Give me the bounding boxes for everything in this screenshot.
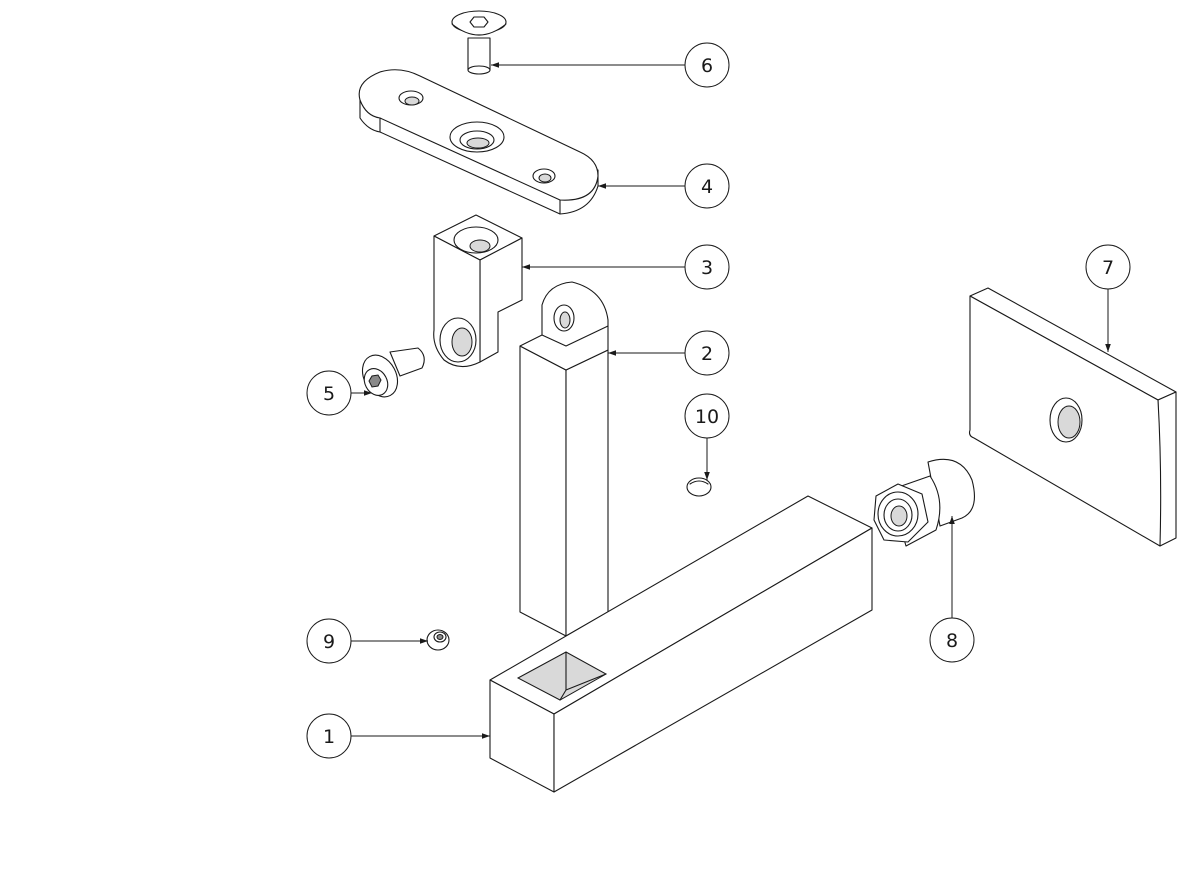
part-4-link-plate	[358, 69, 599, 215]
balloon-1: 1	[306, 713, 352, 759]
balloon-7-label: 7	[1102, 257, 1114, 279]
balloon-6-label: 6	[701, 55, 713, 77]
balloon-2-label: 2	[701, 343, 713, 365]
balloon-10-label: 10	[695, 406, 719, 428]
balloon-3: 3	[684, 244, 730, 290]
part-7-end-plate	[968, 287, 1177, 547]
balloon-5-label: 5	[323, 383, 335, 405]
balloon-4: 4	[684, 163, 730, 209]
balloon-7: 7	[1085, 244, 1131, 290]
part-1-base-bar	[489, 495, 873, 793]
balloon-6: 6	[684, 42, 730, 88]
part-5-button-head-screw	[361, 347, 425, 398]
part-8-nut	[873, 458, 975, 547]
balloon-8-label: 8	[946, 630, 958, 652]
part-2-vertical-arm	[519, 281, 609, 637]
balloon-1-label: 1	[323, 726, 335, 748]
balloon-5: 5	[306, 370, 352, 416]
part-9-set-screw	[426, 629, 450, 651]
balloon-4-label: 4	[701, 176, 713, 198]
balloon-10: 10	[684, 393, 730, 439]
part-3-clevis-block	[433, 214, 523, 368]
part-10-pin	[686, 477, 712, 497]
leader-lines	[351, 62, 1111, 739]
balloon-9: 9	[306, 618, 352, 664]
balloon-8: 8	[929, 617, 975, 663]
balloon-2: 2	[684, 330, 730, 376]
balloon-9-label: 9	[323, 631, 335, 653]
balloon-3-label: 3	[701, 257, 713, 279]
part-6-countersunk-screw	[451, 10, 507, 75]
